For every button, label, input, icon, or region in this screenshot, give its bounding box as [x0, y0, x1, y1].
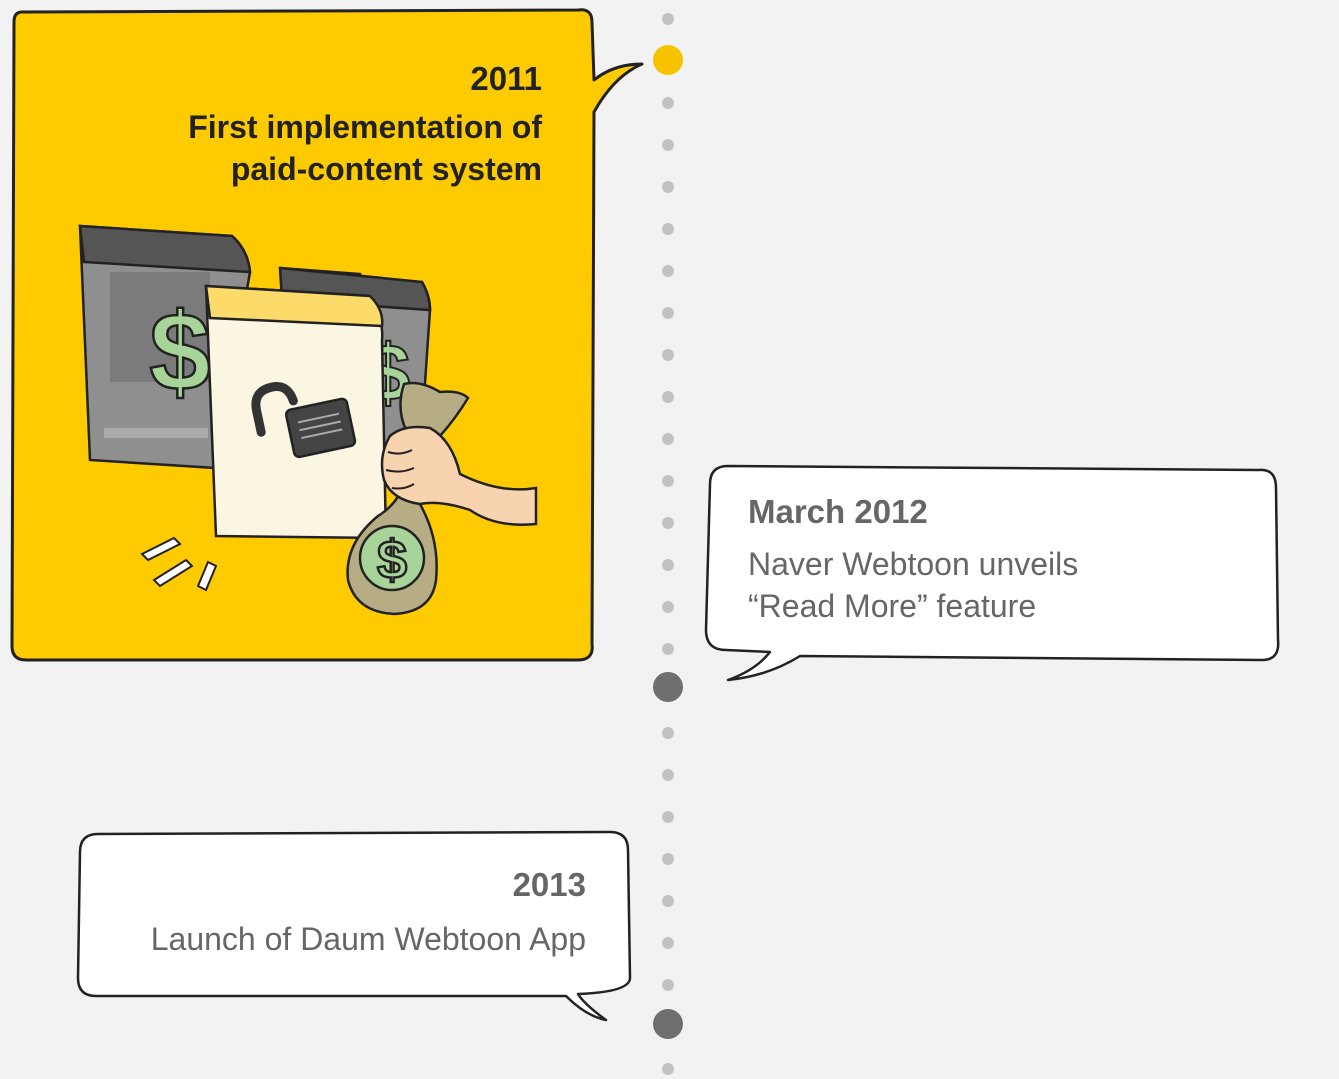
event-date-2012: March 2012 — [748, 493, 928, 530]
event-title-2011-line1: First implementation of — [188, 109, 542, 145]
timeline-dot — [662, 559, 674, 571]
timeline-dot — [662, 643, 674, 655]
timeline-dot — [662, 895, 674, 907]
paid-content-illustration: $ $ $ — [78, 224, 538, 616]
event-date-2013: 2013 — [513, 866, 586, 903]
timeline-dot — [662, 979, 674, 991]
timeline-dot — [662, 517, 674, 529]
timeline-dot — [662, 13, 674, 25]
card-2013-bubble — [76, 830, 632, 1022]
hand-icon — [380, 425, 538, 526]
event-title-2013-line1: Launch of Daum Webtoon App — [151, 921, 586, 957]
dollar-sign-icon: $ — [377, 530, 407, 590]
timeline-dot — [662, 811, 674, 823]
timeline-dot — [662, 1063, 674, 1075]
timeline-dot — [662, 391, 674, 403]
timeline-line — [653, 13, 683, 1075]
event-card-2012: March 2012 Naver Webtoon unveils “Read M… — [704, 464, 1280, 682]
event-title-2012-line1: Naver Webtoon unveils — [748, 546, 1078, 582]
unlocked-padlock-icon — [251, 382, 357, 459]
timeline-dot — [662, 853, 674, 865]
timeline-dot — [662, 181, 674, 193]
event-card-2011: 2011 First implementation of paid-conten… — [10, 8, 644, 662]
event-title-2012-line2: “Read More” feature — [748, 588, 1036, 624]
timeline-dot — [662, 433, 674, 445]
timeline-dot — [662, 601, 674, 613]
timeline-dot — [662, 265, 674, 277]
timeline-dot — [662, 307, 674, 319]
event-title-2011-line2: paid-content system — [231, 151, 542, 187]
timeline-dot — [662, 727, 674, 739]
timeline-marker-2013 — [653, 1009, 683, 1039]
motion-lines — [140, 536, 218, 592]
dollar-sign-icon: $ — [149, 291, 210, 414]
event-card-2013: 2013 Launch of Daum Webtoon App — [76, 830, 632, 1022]
timeline-marker-2011 — [653, 45, 683, 75]
timeline-dot — [662, 223, 674, 235]
card-2012-bubble — [704, 464, 1280, 682]
timeline-dot — [662, 139, 674, 151]
timeline-dot — [662, 97, 674, 109]
timeline-dot — [662, 937, 674, 949]
timeline-dot — [662, 349, 674, 361]
timeline-dot — [662, 769, 674, 781]
timeline-dot — [662, 475, 674, 487]
timeline-marker-2012 — [653, 672, 683, 702]
event-date-2011: 2011 — [470, 60, 542, 97]
money-bag-icon: $ — [346, 381, 470, 616]
